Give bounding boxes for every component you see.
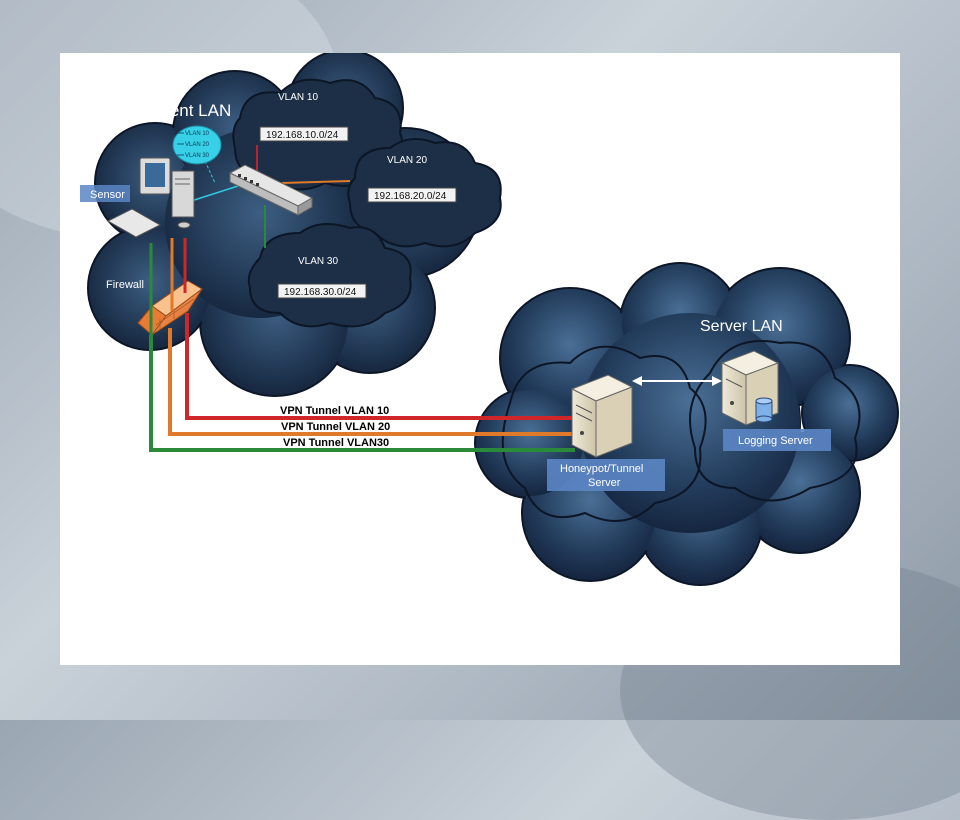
vpn-tunnel-vlan10 bbox=[185, 313, 575, 420]
legend-vlan30: VLAN 30 bbox=[185, 153, 210, 159]
vlan10-subnet: 192.168.10.0/24 bbox=[266, 130, 339, 141]
legend-vlan10: VLAN 10 bbox=[185, 131, 210, 137]
vlan30-subnet: 192.168.30.0/24 bbox=[284, 287, 357, 298]
vlan10-subnet-box: 192.168.10.0/24 bbox=[259, 126, 349, 142]
honeypot-label-box bbox=[547, 459, 665, 491]
network-diagram: Client LAN Server LAN VLAN 10 VLAN 20 VL… bbox=[80, 53, 899, 586]
switch-icon bbox=[228, 164, 314, 216]
server-icon bbox=[570, 374, 634, 458]
honeypot-label-line2: Server bbox=[588, 477, 621, 489]
computer-icon bbox=[106, 157, 195, 238]
legend-vlan20: VLAN 20 bbox=[185, 142, 210, 148]
database-icon bbox=[755, 397, 773, 423]
diagram-canvas: Client LAN Server LAN VLAN 10 VLAN 20 VL… bbox=[60, 53, 900, 665]
vlan30-cloud bbox=[247, 223, 412, 328]
vpn-tunnel-vlan20 bbox=[168, 328, 575, 436]
vlan20-name: VLAN 20 bbox=[387, 155, 427, 166]
vlan30-name: VLAN 30 bbox=[298, 256, 338, 267]
vpn-tunnel-vlan30 bbox=[149, 335, 575, 452]
firewall-label: Firewall bbox=[106, 279, 144, 291]
tunnel-label-vlan10: VPN Tunnel VLAN 10 bbox=[280, 405, 389, 417]
tunnel-label-vlan20: VPN Tunnel VLAN 20 bbox=[281, 421, 390, 433]
vlan30-subnet-box: 192.168.30.0/24 bbox=[277, 283, 367, 299]
vlan20-subnet-box: 192.168.20.0/24 bbox=[367, 187, 457, 203]
client-lan-title: Client LAN bbox=[150, 101, 231, 120]
logging-label-box bbox=[723, 429, 831, 451]
logging-server-label: Logging Server bbox=[738, 435, 813, 447]
sensor-label: Sensor bbox=[90, 189, 125, 201]
arrow-icon bbox=[632, 376, 722, 386]
vlan-legend: VLAN 10 VLAN 20 VLAN 30 bbox=[172, 125, 222, 165]
sensor-label-box bbox=[80, 185, 130, 202]
server-lan-title: Server LAN bbox=[700, 318, 783, 335]
honeypot-label-line1: Honeypot/Tunnel bbox=[560, 463, 643, 475]
tunnel-label-vlan30: VPN Tunnel VLAN30 bbox=[283, 437, 389, 449]
legend-pointer bbox=[204, 160, 216, 184]
vlan20-link bbox=[281, 180, 351, 184]
honeypot-subcloud bbox=[501, 340, 861, 522]
vlan10-name: VLAN 10 bbox=[278, 92, 318, 103]
vlan20-subnet: 192.168.20.0/24 bbox=[374, 191, 447, 202]
